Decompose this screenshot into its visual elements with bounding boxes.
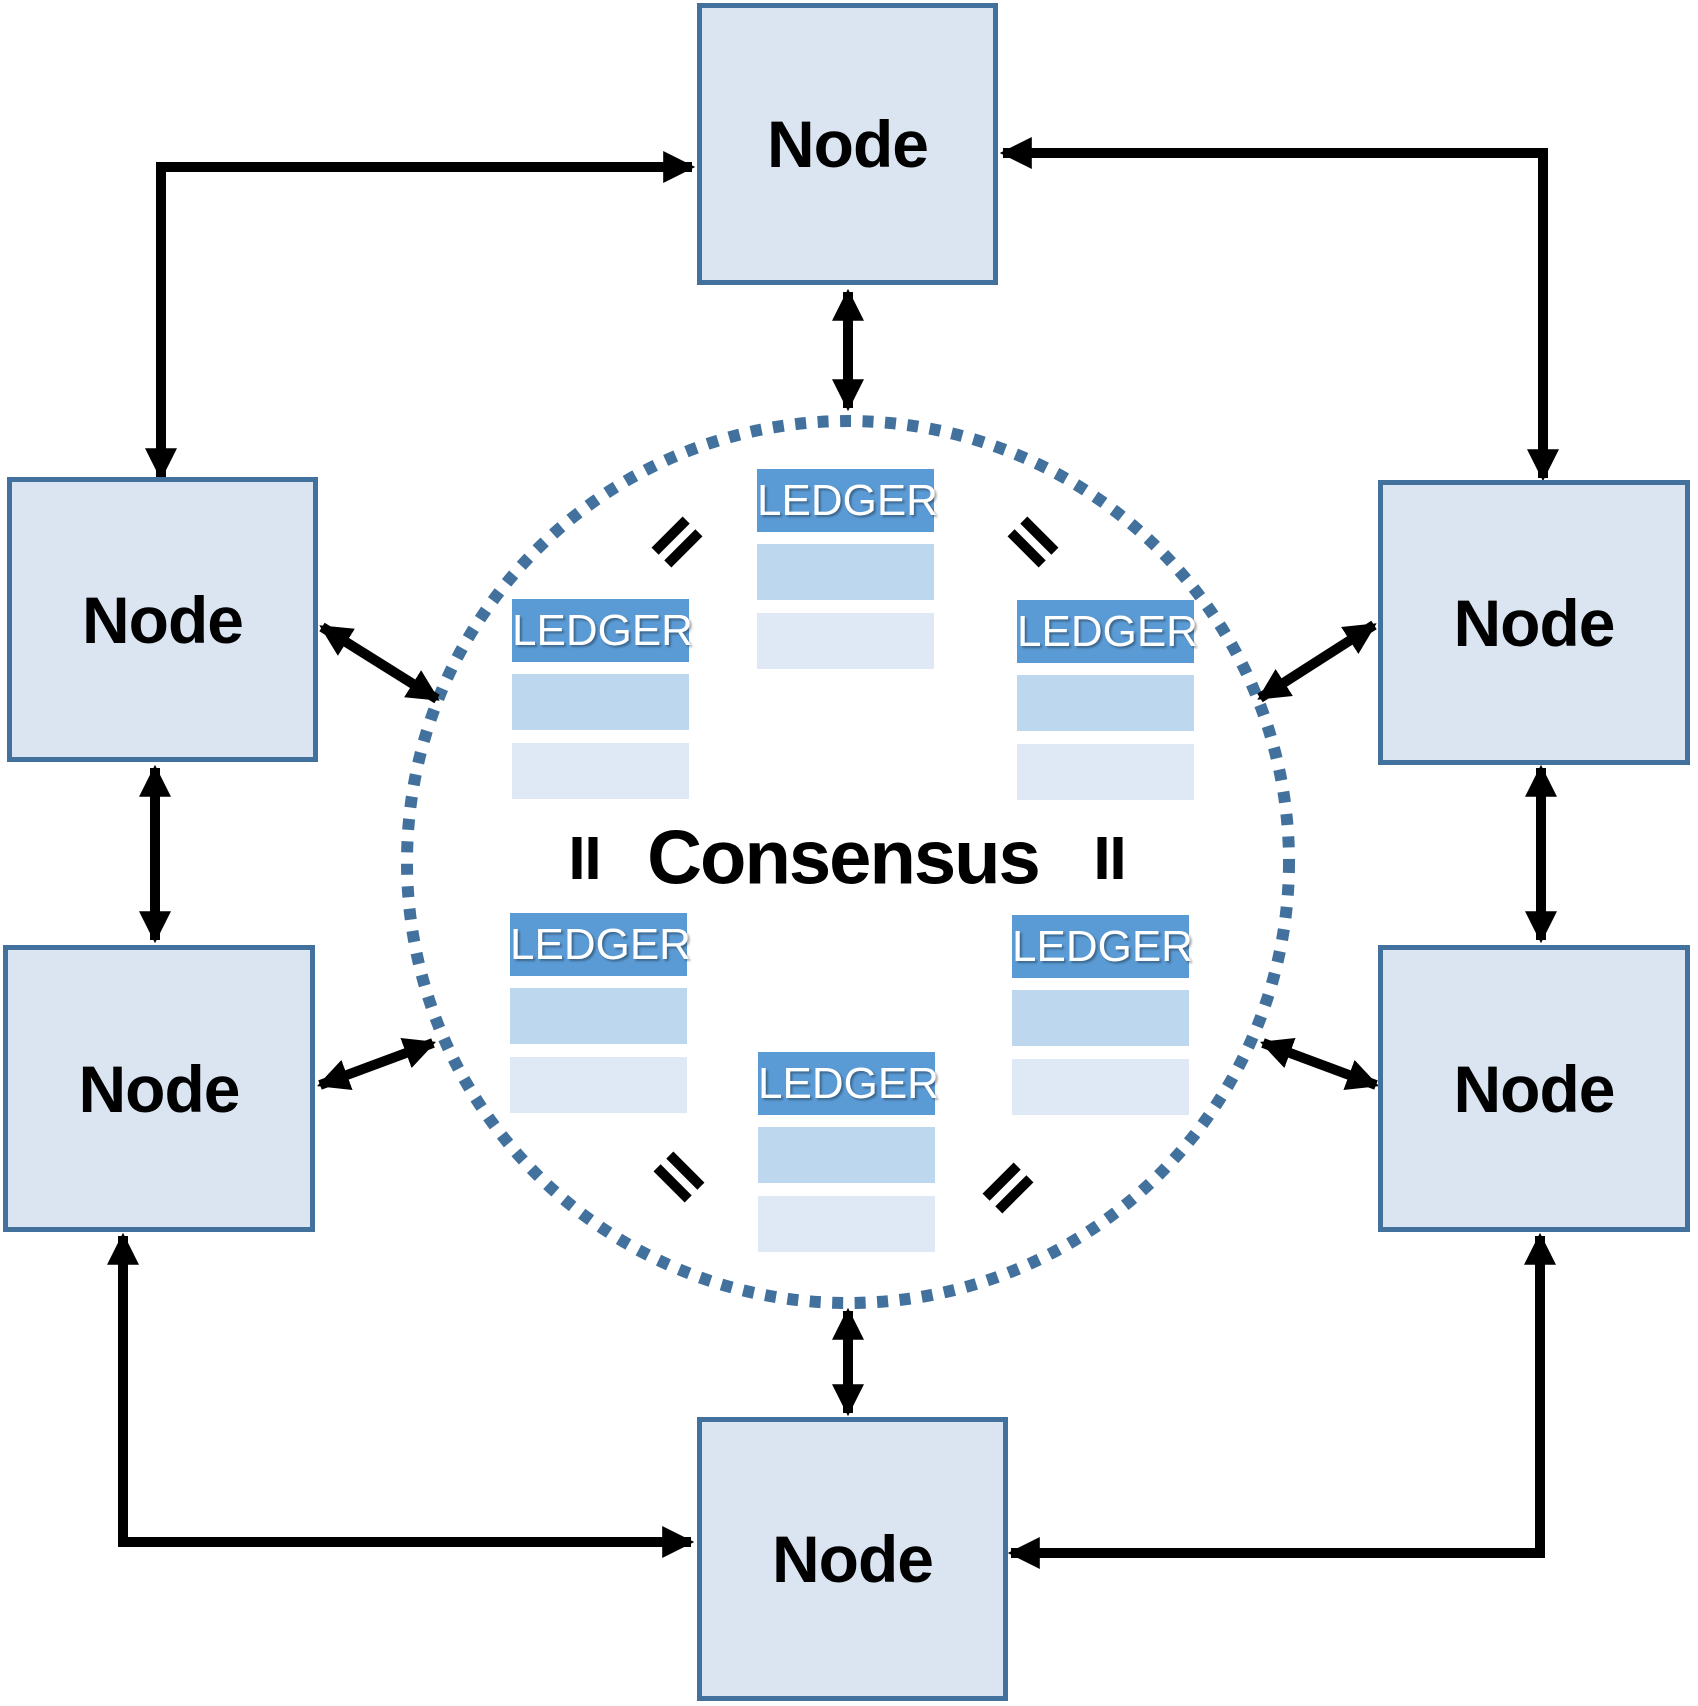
node-label: Node [772,1522,934,1596]
connector-upper-right-node-circle [1257,620,1377,703]
node-label: Node [767,107,929,181]
ledger-row-2 [510,1057,687,1113]
node-box-top: Node [697,3,998,285]
equals-icon-east [1097,837,1123,879]
ledger-header: LEDGER [757,469,938,532]
ledger-header: LEDGER [512,599,693,662]
ledger-row-2 [758,1196,935,1252]
node-box-lower-left: Node [3,945,315,1232]
connector-elbow-top-right [999,136,1560,482]
ledger-row-1 [1012,990,1189,1046]
node-box-upper-left: Node [7,477,318,762]
node-box-lower-right: Node [1378,945,1690,1232]
connector-lower-left-node-circle [317,1038,436,1090]
ledger-table-bottom: LEDGER [758,1052,939,1252]
node-box-upper-right: Node [1378,480,1690,765]
ledger-row-1 [510,988,687,1044]
equals-icon-west [572,837,598,879]
consensus-circle-boundary [401,415,1295,1309]
ledger-table-middle-left: LEDGER [512,599,693,799]
ledger-header: LEDGER [1017,600,1198,663]
connector-elbow-bottom-right [1007,1232,1557,1570]
ledger-row-2 [1017,744,1194,800]
ledger-row-1 [757,544,934,600]
ledger-header: LEDGER [1012,915,1193,978]
ledger-row-2 [757,613,934,669]
node-label: Node [78,1051,241,1126]
connector-upper-left-node-circle [319,622,440,704]
ledger-table-bottom-right: LEDGER [1012,915,1193,1115]
ledger-row-1 [758,1127,935,1183]
ledger-table-top: LEDGER [757,469,938,669]
ledger-row-1 [512,674,689,730]
node-label: Node [82,582,244,657]
ledger-header: LEDGER [758,1052,939,1115]
ledger-row-1 [1017,675,1194,731]
ledger-row-2 [1012,1059,1189,1115]
connector-elbow-bottom-left [106,1232,695,1559]
ledger-table-middle-right: LEDGER [1017,600,1198,800]
connector-lower-right-node-circle [1260,1038,1379,1090]
node-label: Node [1453,585,1616,660]
ledger-row-2 [512,743,689,799]
consensus-label: Consensus [647,815,1041,901]
connector-elbow-top-left [144,150,696,481]
node-box-bottom: Node [697,1417,1008,1701]
ledger-table-bottom-left: LEDGER [510,913,691,1113]
node-label: Node [1453,1051,1616,1126]
ledger-header: LEDGER [510,913,691,976]
